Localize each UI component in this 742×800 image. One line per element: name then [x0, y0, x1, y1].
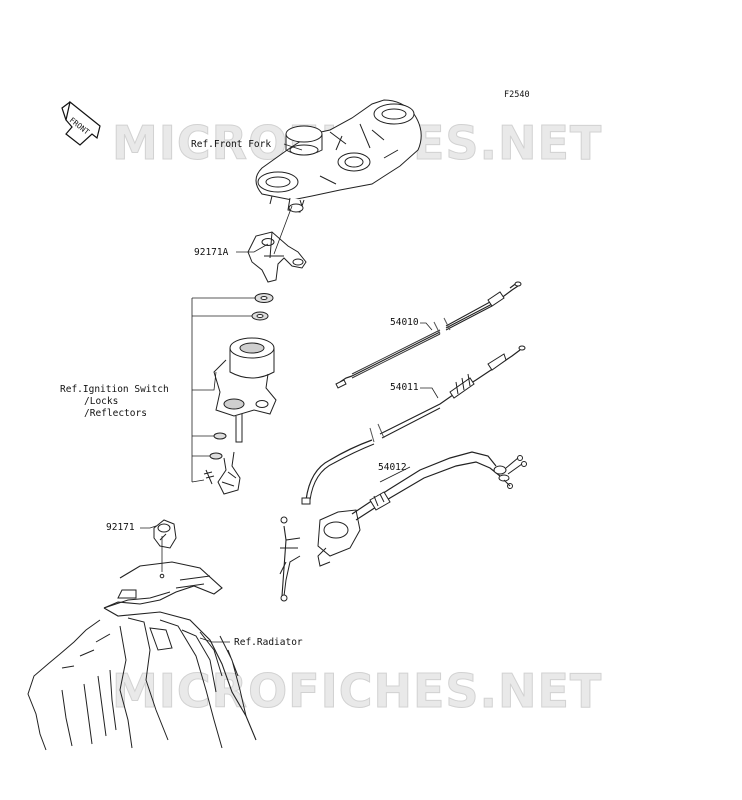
radiator-cover — [27, 561, 257, 751]
cable-54011 — [301, 345, 526, 505]
leader-lines — [140, 143, 439, 643]
label-54011: 54011 — [390, 382, 419, 393]
front-arrow-icon: FRONT — [61, 100, 101, 146]
bracket-92171A — [247, 231, 307, 283]
label-92171: 92171 — [106, 522, 135, 533]
ignition-switch-assembly — [203, 293, 277, 495]
cable-54012 — [279, 451, 527, 602]
label-ref-ignition-switch: Ref.Ignition Switch — [60, 384, 169, 395]
label-reflectors: /Reflectors — [84, 408, 147, 419]
label-54010: 54010 — [390, 317, 419, 328]
label-ref-radiator: Ref.Radiator — [234, 637, 303, 648]
clamp-92171 — [153, 519, 177, 579]
upper-triple-clamp — [255, 99, 422, 213]
label-54012: 54012 — [378, 462, 407, 473]
diagram-id: F2540 — [504, 90, 530, 100]
label-ref-front-fork: Ref.Front Fork — [191, 139, 272, 150]
label-92171A: 92171A — [194, 247, 229, 258]
label-locks: /Locks — [84, 396, 119, 407]
watermark-bottom: MICROFICHES.NET — [111, 664, 603, 718]
cable-54010 — [335, 281, 522, 389]
